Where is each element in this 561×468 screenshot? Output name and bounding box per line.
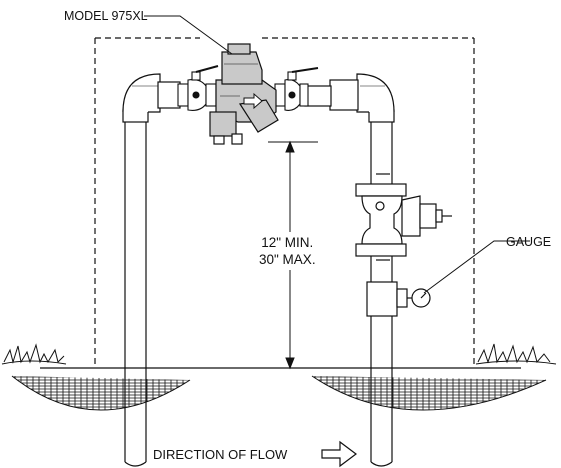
enclosure-outline	[94, 37, 475, 366]
leader-lines	[144, 15, 530, 294]
flow-arrow-icon	[321, 440, 357, 468]
dimension-max-text: 30" MAX.	[259, 252, 316, 267]
dimension-min-text: 12" MIN.	[261, 235, 314, 250]
backflow-preventer	[209, 43, 279, 145]
pressure-gauge-icon	[411, 288, 431, 308]
gauge-tee	[366, 281, 413, 317]
flow-direction-label: DIRECTION OF FLOW	[153, 447, 288, 462]
pressure-reducing-valve	[355, 173, 452, 261]
grass-right	[475, 343, 557, 365]
soil-left	[11, 375, 191, 411]
inlet-ball-valve	[177, 65, 219, 111]
gauge-label: GAUGE	[506, 235, 552, 249]
dimension-label: 12" MIN. 30" MAX.	[256, 232, 319, 270]
model-label: MODEL 975XL	[64, 9, 148, 23]
horizontal-piping	[157, 79, 359, 111]
soil-right	[311, 375, 547, 411]
outlet-ball-valve	[274, 67, 319, 111]
inlet-riser-pipe	[122, 73, 161, 467]
grass-left	[1, 343, 67, 365]
